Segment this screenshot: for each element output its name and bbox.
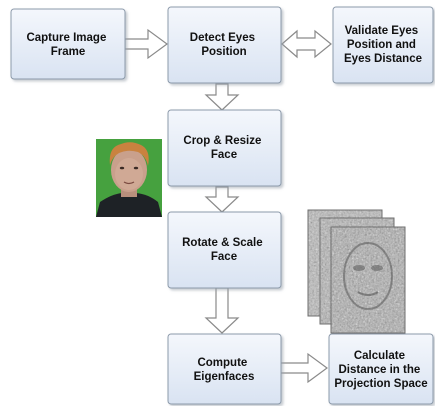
node-label-line: Rotate & Scale: [182, 237, 263, 249]
node-label-line: Crop & Resize: [183, 135, 261, 147]
node-label-line: Frame: [51, 46, 86, 58]
arrow-crop-to-rotate: [204, 186, 240, 213]
node-validate-eyes: Validate Eyes Position and Eyes Distance: [332, 6, 434, 84]
node-label-line: Position: [201, 46, 246, 58]
node-calculate-distance: Calculate Distance in the Projection Spa…: [328, 333, 434, 405]
node-label-line: Eigenfaces: [194, 371, 255, 383]
arrow-capture-to-detect: [124, 28, 169, 60]
node-rotate-scale-face: Rotate & Scale Face: [167, 211, 282, 289]
node-label-line: Distance in the: [338, 364, 420, 376]
node-capture-image-frame: Capture Image Frame: [10, 8, 126, 80]
node-label-line: Compute: [197, 357, 247, 369]
double-arrow-detect-validate: [281, 29, 332, 59]
node-label-line: Calculate: [354, 350, 405, 362]
arrow-rotate-to-compute: [204, 287, 240, 334]
svg-text:Crop & Resize Face: Crop & Resize Face: [183, 135, 264, 161]
svg-text:Detect Eyes Position: Detect Eyes Position: [190, 32, 258, 58]
node-crop-resize-face: Crop & Resize Face: [167, 109, 282, 187]
node-label-line: Position and: [347, 39, 416, 51]
node-label-line: Validate Eyes: [345, 25, 419, 37]
svg-text:Capture Image Frame: Capture Image Frame: [26, 32, 109, 58]
node-label-line: Detect Eyes: [190, 32, 255, 44]
svg-text:Compute Eigenfaces: Compute Eigenfaces: [194, 357, 255, 383]
arrow-detect-to-crop: [204, 83, 240, 111]
svg-text:Rotate & Scale Face: Rotate & Scale Face: [182, 237, 266, 263]
node-label-line: Capture Image: [26, 32, 106, 44]
node-label-line: Eyes Distance: [344, 53, 422, 65]
svg-text:Calculate Distance in th: Calculate Distance in the Projection Spa…: [334, 350, 427, 390]
eigenface-stack: [307, 209, 406, 334]
node-compute-eigenfaces: Compute Eigenfaces: [167, 333, 282, 405]
node-label-line: Face: [211, 251, 237, 263]
face-photo: [96, 139, 162, 217]
node-label-line: Face: [211, 149, 237, 161]
arrow-compute-to-calculate: [279, 352, 329, 384]
node-label-line: Projection Space: [334, 378, 427, 390]
svg-text:Validate Eyes Position a: Validate Eyes Position and Eyes Distance: [344, 25, 422, 65]
node-detect-eyes-position: Detect Eyes Position: [167, 6, 282, 84]
